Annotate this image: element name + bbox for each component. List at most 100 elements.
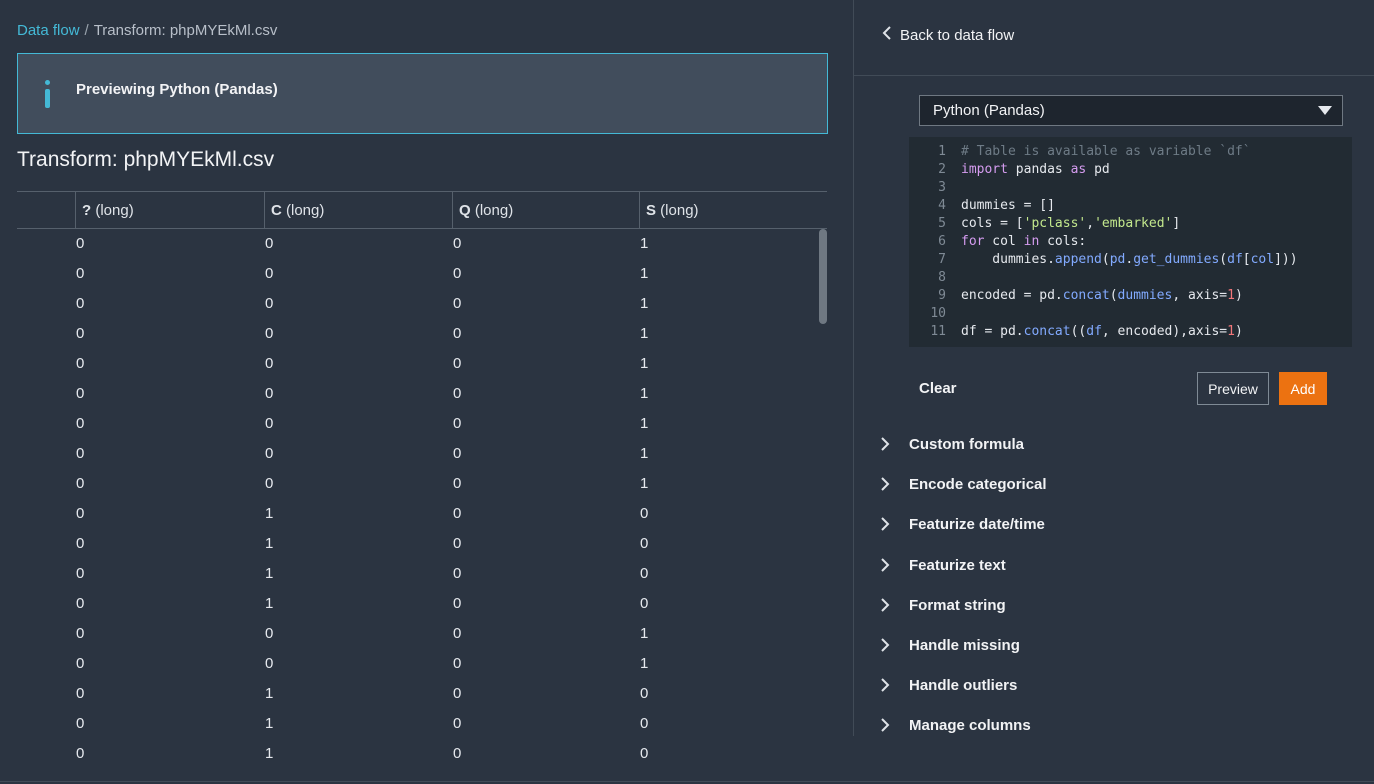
table-cell: 0 xyxy=(453,505,462,522)
section-format-string[interactable]: Format string xyxy=(854,585,1374,625)
table-cell: 0 xyxy=(640,595,649,612)
info-icon xyxy=(44,80,52,109)
table-cell: 1 xyxy=(265,535,274,552)
clear-button[interactable]: Clear xyxy=(919,380,957,397)
column-name: Q xyxy=(459,202,471,219)
table-cell: 0 xyxy=(453,655,462,672)
column-name: C xyxy=(271,202,282,219)
section-label: Featurize date/time xyxy=(909,516,1045,534)
back-to-data-flow-link[interactable]: Back to data flow xyxy=(882,26,1014,44)
table-cell: 0 xyxy=(453,745,462,762)
line-number: 11 xyxy=(930,324,946,339)
line-number: 10 xyxy=(930,306,946,321)
table-cell: 1 xyxy=(640,235,649,252)
line-number: 3 xyxy=(938,180,946,195)
pane-divider[interactable] xyxy=(853,0,854,736)
column-type: (long) xyxy=(91,202,134,219)
table-cell: 1 xyxy=(265,685,274,702)
table-cell: 0 xyxy=(76,535,85,552)
code-text: cols = ['pclass','embarked'] xyxy=(961,216,1181,231)
preview-info-banner: Previewing Python (Pandas) xyxy=(17,53,828,134)
column-type: (long) xyxy=(470,202,514,219)
line-number: 6 xyxy=(938,234,946,249)
line-number: 8 xyxy=(938,270,946,285)
table-cell: 1 xyxy=(265,715,274,732)
language-select[interactable]: Python (Pandas) xyxy=(919,95,1343,126)
table-cell: 1 xyxy=(640,655,649,672)
table-cell: 1 xyxy=(640,265,649,282)
breadcrumb-data-flow-link[interactable]: Data flow xyxy=(17,22,80,39)
chevron-right-icon xyxy=(880,677,894,692)
table-cell: 0 xyxy=(640,685,649,702)
table-cell: 0 xyxy=(76,595,85,612)
table-cell: 0 xyxy=(265,235,274,252)
table-cell: 0 xyxy=(76,685,85,702)
table-cell: 0 xyxy=(76,265,85,282)
section-manage-columns[interactable]: Manage columns xyxy=(854,705,1374,745)
column-name: ? xyxy=(82,202,92,219)
table-cell: 1 xyxy=(265,565,274,582)
table-cell: 0 xyxy=(453,355,462,372)
section-label: Handle outliers xyxy=(909,677,1018,695)
section-custom-formula[interactable]: Custom formula xyxy=(854,424,1374,464)
column-header[interactable]: ? (long) xyxy=(75,192,264,229)
column-name: S xyxy=(646,202,657,219)
table-cell: 0 xyxy=(453,625,462,642)
table-cell: 0 xyxy=(265,445,274,462)
table-cell: 0 xyxy=(265,475,274,492)
chevron-right-icon xyxy=(880,476,894,491)
table-cell: 1 xyxy=(640,295,649,312)
section-label: Manage columns xyxy=(909,717,1031,735)
line-number: 1 xyxy=(938,144,946,159)
column-header[interactable]: S (long) xyxy=(639,192,827,229)
table-cell: 1 xyxy=(265,595,274,612)
chevron-right-icon xyxy=(880,557,894,572)
section-encode-categorical[interactable]: Encode categorical xyxy=(854,464,1374,504)
section-featurize-text[interactable]: Featurize text xyxy=(854,545,1374,585)
panel-separator xyxy=(854,75,1374,76)
column-header[interactable]: Q (long) xyxy=(452,192,640,229)
table-cell: 0 xyxy=(76,325,85,342)
code-text: dummies.append(pd.get_dummies(df[col])) xyxy=(961,252,1298,267)
table-cell: 0 xyxy=(265,385,274,402)
table-cell: 1 xyxy=(640,625,649,642)
line-number: 4 xyxy=(938,198,946,213)
caret-down-icon xyxy=(1318,106,1332,115)
table-scrollbar[interactable] xyxy=(819,229,827,324)
banner-text: Previewing Python (Pandas) xyxy=(76,81,278,98)
table-cell: 1 xyxy=(265,505,274,522)
section-handle-missing[interactable]: Handle missing xyxy=(854,625,1374,665)
code-line: 11 df = pd.concat((df, encoded),axis=1) xyxy=(909,323,1352,341)
table-cell: 0 xyxy=(453,295,462,312)
section-handle-outliers[interactable]: Handle outliers xyxy=(854,665,1374,705)
table-cell: 0 xyxy=(640,715,649,732)
language-select-value: Python (Pandas) xyxy=(933,102,1045,119)
preview-button[interactable]: Preview xyxy=(1197,372,1269,405)
table-cell: 0 xyxy=(76,505,85,522)
line-number: 5 xyxy=(938,216,946,231)
table-cell: 0 xyxy=(76,445,85,462)
code-text: dummies = [] xyxy=(961,198,1055,213)
code-line: 3 xyxy=(909,179,1352,197)
table-cell: 0 xyxy=(265,355,274,372)
section-featurize-date-time[interactable]: Featurize date/time xyxy=(854,504,1374,544)
table-cell: 0 xyxy=(76,475,85,492)
table-cell: 0 xyxy=(453,385,462,402)
table-cell: 0 xyxy=(76,745,85,762)
code-text: df = pd.concat((df, encoded),axis=1) xyxy=(961,324,1243,339)
add-button[interactable]: Add xyxy=(1279,372,1327,405)
breadcrumb-current: Transform: phpMYEkMl.csv xyxy=(93,22,278,39)
column-header[interactable]: C (long) xyxy=(264,192,452,229)
chevron-right-icon xyxy=(880,637,894,652)
chevron-right-icon xyxy=(880,516,894,532)
